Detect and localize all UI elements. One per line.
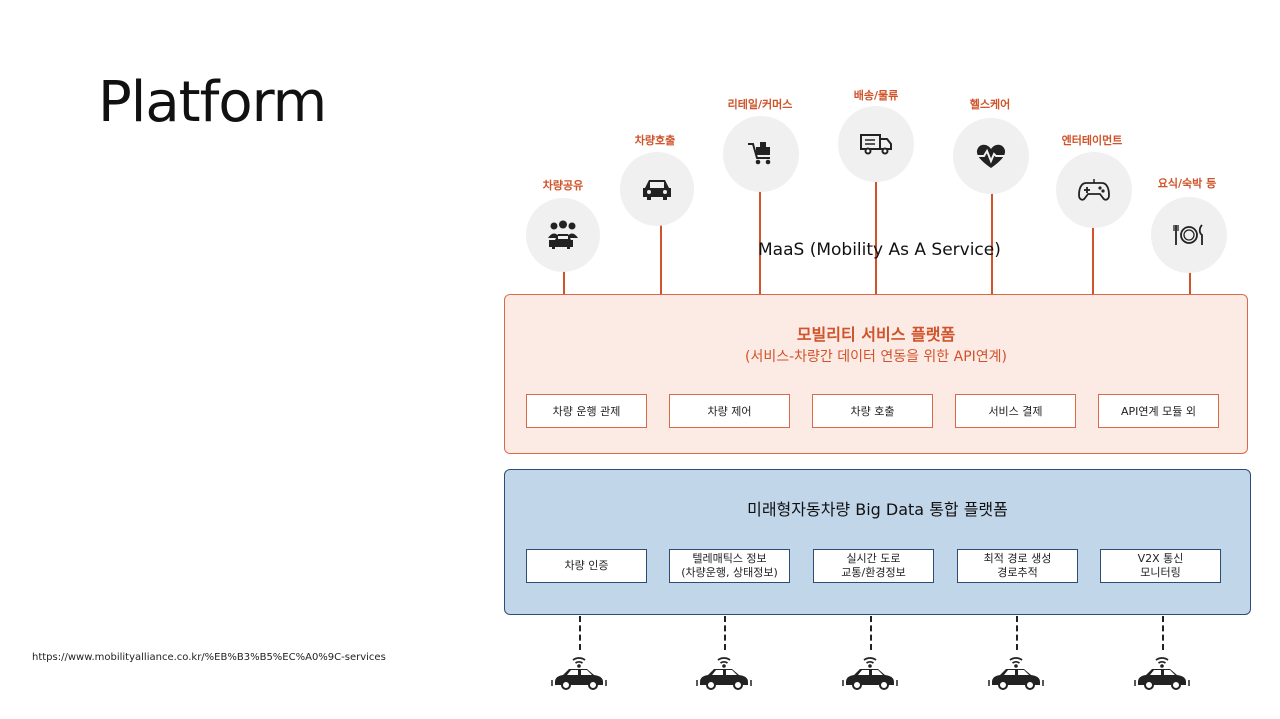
car-front-icon [643, 180, 671, 200]
bigdata-platform-title: 미래형자동차량 Big Data 통합 플랫폼 [747, 500, 1008, 519]
bigdata-module-line1: 텔레매틱스 정보 [692, 552, 767, 565]
service-circle-healthcare [953, 118, 1029, 194]
mobility-service-platform: 모빌리티 서비스 플랫폼 (서비스-차량간 데이터 연동을 위한 API연계) [504, 294, 1248, 454]
slide-title: Platform [98, 70, 327, 135]
bigdata-module-line1: V2X 통신 [1137, 552, 1184, 565]
source-url: https://www.mobilityalliance.co.kr/%EB%B… [32, 652, 386, 663]
platform-module: 차량 호출 [812, 394, 933, 428]
bigdata-module: 최적 경로 생성 경로추적 [957, 549, 1078, 583]
service-connector-line [875, 168, 877, 294]
bigdata-module-line1: 실시간 도로 [846, 552, 901, 565]
service-circle-car-sharing [526, 198, 600, 272]
bigdata-module: 실시간 도로 교통/환경정보 [813, 549, 934, 583]
plate-cutlery-icon [1173, 224, 1203, 245]
service-label-healthcare: 헬스케어 [969, 98, 1011, 111]
connected-car-icon [988, 657, 1044, 690]
bigdata-module: 차량 인증 [526, 549, 647, 583]
shopping-cart-icon [748, 142, 771, 165]
truck-icon [860, 134, 892, 155]
heart-pulse-icon [976, 144, 1006, 168]
mobility-platform-subtitle: (서비스-차량간 데이터 연동을 위한 API연계) [744, 349, 1007, 365]
platform-module: API연계 모듈 외 [1098, 394, 1219, 428]
bigdata-module: V2X 통신 모니터링 [1100, 549, 1221, 583]
service-circle-car-call [620, 152, 694, 226]
service-label-retail: 리테일/커머스 [727, 98, 793, 111]
bigdata-module-line2: 교통/환경정보 [841, 566, 906, 579]
service-circle-retail [723, 116, 799, 192]
service-connector-line [1092, 210, 1094, 294]
vehicle-connector-dashed [1016, 616, 1018, 650]
service-circle-entertainment [1056, 152, 1132, 228]
bigdata-module-line1: 차량 인증 [564, 559, 609, 572]
service-label-car-call: 차량호출 [634, 134, 676, 147]
service-circle-food-lodging [1151, 197, 1227, 273]
service-connector-line [759, 180, 761, 294]
maas-label: MaaS (Mobility As A Service) [758, 240, 1001, 260]
service-circle-delivery [838, 106, 914, 182]
bigdata-module: 텔레매틱스 정보 (차량운행, 상태정보) [669, 549, 790, 583]
service-connector-line [563, 250, 565, 294]
service-connector-line [660, 210, 662, 294]
service-label-delivery: 배송/물류 [853, 89, 899, 102]
bigdata-module-line2: 경로추적 [997, 566, 1038, 579]
bigdata-module-line1: 최적 경로 생성 [983, 552, 1052, 565]
bigdata-platform: 미래형자동차량 Big Data 통합 플랫폼 [504, 469, 1251, 615]
service-connector-line [991, 180, 993, 294]
bigdata-module-line2: 모니터링 [1140, 566, 1181, 579]
bigdata-module-line2: (차량운행, 상태정보) [681, 566, 778, 579]
connected-car-icon [842, 657, 898, 690]
connected-car-icon [696, 657, 752, 690]
gamepad-icon [1078, 179, 1110, 201]
vehicle-connector-dashed [1162, 616, 1164, 650]
people-car-icon [548, 220, 578, 249]
mobility-platform-title: 모빌리티 서비스 플랫폼 [796, 325, 956, 344]
platform-module: 서비스 결제 [955, 394, 1076, 428]
connected-car-icon [1134, 657, 1190, 690]
platform-module: 차량 운행 관제 [526, 394, 647, 428]
connected-car-icon [551, 657, 607, 690]
platform-module: 차량 제어 [669, 394, 790, 428]
service-label-car-sharing: 차량공유 [542, 179, 584, 192]
service-label-entertainment: 엔터테이먼트 [1061, 134, 1123, 147]
vehicle-connector-dashed [579, 616, 581, 650]
vehicle-connector-dashed [870, 616, 872, 650]
service-label-food-lodging: 요식/숙박 등 [1157, 177, 1217, 190]
vehicle-connector-dashed [724, 616, 726, 650]
